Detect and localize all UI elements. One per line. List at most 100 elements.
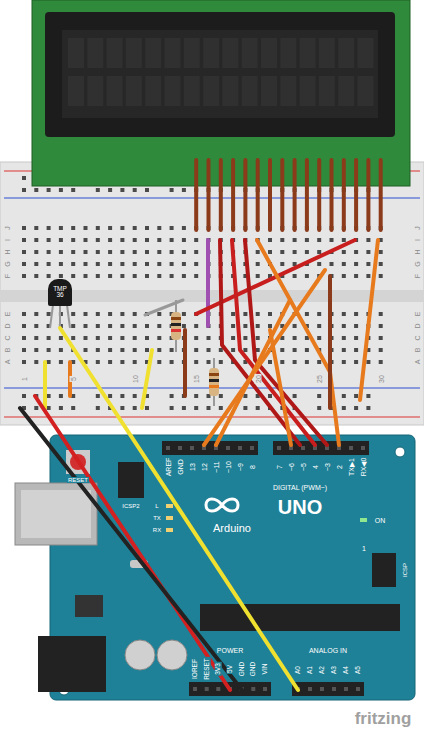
lcd-pin-wire xyxy=(366,160,370,230)
column-number: 30 xyxy=(377,374,384,384)
breadboard-hole xyxy=(194,324,198,328)
breadboard-hole xyxy=(157,274,161,278)
breadboard-hole xyxy=(342,336,346,340)
breadboard-hole xyxy=(342,274,346,278)
lcd-character-cell xyxy=(145,38,161,68)
breadboard-hole xyxy=(354,250,358,254)
breadboard-hole xyxy=(120,324,124,328)
breadboard-hole xyxy=(256,324,260,328)
header-pin xyxy=(263,687,267,691)
breadboard-hole xyxy=(96,226,100,230)
resistor-symbol xyxy=(171,323,181,326)
breadboard-hole xyxy=(120,394,124,398)
lcd-pin-wire xyxy=(330,160,334,230)
breadboard-hole xyxy=(145,250,149,254)
breadboard-hole xyxy=(71,274,75,278)
breadboard-hole xyxy=(305,360,309,364)
breadboard-hole xyxy=(133,394,137,398)
lcd-character-cell xyxy=(68,38,374,106)
breadboard-hole xyxy=(170,274,174,278)
breadboard-hole xyxy=(182,226,186,230)
breadboard-hole xyxy=(256,262,260,266)
breadboard-hole xyxy=(379,360,383,364)
header-pin xyxy=(308,687,312,691)
breadboard-hole xyxy=(194,336,198,340)
lcd-pin-wire xyxy=(342,160,346,230)
column-number: 20 xyxy=(254,374,261,384)
breadboard-hole xyxy=(96,348,100,352)
header-pin xyxy=(251,687,255,691)
header-pin xyxy=(178,446,182,450)
breadboard-hole xyxy=(182,274,186,278)
pin-label: ~5 xyxy=(300,462,307,472)
jumper-wire xyxy=(328,276,332,408)
breadboard-hole xyxy=(243,324,247,328)
breadboard-hole xyxy=(108,274,112,278)
lcd-pin-wire xyxy=(231,160,235,230)
breadboard-hole xyxy=(317,324,321,328)
breadboard-hole xyxy=(379,250,383,254)
breadboard-hole xyxy=(108,336,112,340)
breadboard-hole xyxy=(34,406,38,410)
lcd-character-cell xyxy=(338,76,354,106)
breadboard-hole xyxy=(157,238,161,242)
pin-label: ~10 xyxy=(225,460,232,474)
breadboard-hole xyxy=(96,406,100,410)
breadboard-hole xyxy=(71,312,75,316)
lcd-character-cell xyxy=(68,38,84,68)
lcd-character-cell xyxy=(145,76,161,106)
arduino-board xyxy=(372,553,396,587)
lcd-character-cell xyxy=(300,38,316,68)
pin-label: ON xyxy=(374,517,387,524)
arduino-board xyxy=(38,636,106,692)
breadboard-hole xyxy=(207,336,211,340)
breadboard-hole xyxy=(120,348,124,352)
row-letter: B xyxy=(4,347,11,354)
header-pin xyxy=(320,687,324,691)
breadboard-hole xyxy=(59,262,63,266)
breadboard-hole xyxy=(182,312,186,316)
lcd-pin-wire xyxy=(354,160,358,230)
breadboard-hole xyxy=(59,336,63,340)
breadboard-hole xyxy=(96,336,100,340)
breadboard-hole xyxy=(256,250,260,254)
breadboard-hole xyxy=(342,262,346,266)
breadboard-hole xyxy=(330,238,334,242)
breadboard-hole xyxy=(268,324,272,328)
breadboard-hole xyxy=(96,238,100,242)
row-letter: G xyxy=(4,260,11,267)
breadboard-hole xyxy=(305,274,309,278)
breadboard-hole xyxy=(293,238,297,242)
breadboard-hole xyxy=(145,336,149,340)
jumper-wire xyxy=(43,362,47,408)
jumper-wire xyxy=(20,408,242,690)
breadboard-hole xyxy=(59,274,63,278)
breadboard-hole xyxy=(22,262,26,266)
breadboard-hole xyxy=(280,348,284,352)
lcd-character-cell xyxy=(261,76,277,106)
pin-label: AREF xyxy=(165,457,172,478)
breadboard-hole xyxy=(145,274,149,278)
breadboard-hole xyxy=(71,226,75,230)
breadboard-hole xyxy=(108,394,112,398)
jumper-wire xyxy=(20,240,378,690)
resistor-symbol xyxy=(171,317,181,320)
breadboard-hole xyxy=(280,238,284,242)
breadboard-hole xyxy=(108,324,112,328)
breadboard-hole xyxy=(34,238,38,242)
lcd-character-cell xyxy=(319,38,335,68)
lcd-character-cell xyxy=(338,38,354,68)
row-letter: B xyxy=(414,347,421,354)
resistor-symbol xyxy=(171,300,219,406)
breadboard-hole xyxy=(317,238,321,242)
arduino-board xyxy=(273,441,369,455)
breadboard-hole xyxy=(34,312,38,316)
jumper-wire xyxy=(270,330,291,445)
breadboard-hole xyxy=(366,274,370,278)
breadboard-hole xyxy=(170,348,174,352)
header-pin xyxy=(277,446,281,450)
breadboard-hole xyxy=(47,188,51,192)
pin-label: 2 xyxy=(336,464,343,470)
breadboard-hole xyxy=(170,360,174,364)
temperature-sensor: TMP 36 xyxy=(48,279,72,306)
